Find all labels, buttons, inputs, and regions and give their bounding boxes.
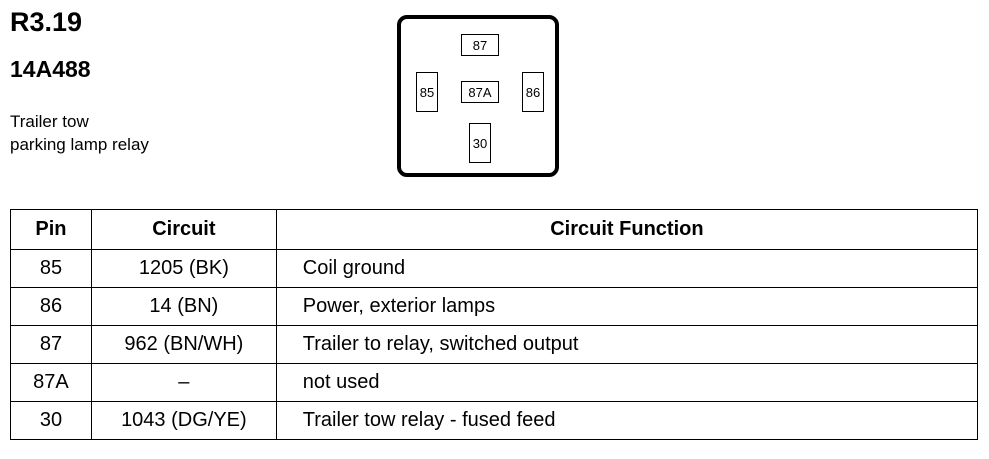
header-pin: Pin	[10, 209, 92, 250]
description-line-2: parking lamp relay	[10, 135, 149, 154]
cell-circuit: 1043 (DG/YE)	[90, 401, 277, 440]
cell-function: Power, exterior lamps	[275, 287, 979, 326]
cell-circuit: 962 (BN/WH)	[90, 325, 277, 364]
table-row: 87 962 (BN/WH) Trailer to relay, switche…	[10, 325, 979, 364]
header-circuit-function: Circuit Function	[275, 209, 979, 250]
cell-circuit: 1205 (BK)	[90, 249, 277, 288]
cell-function: Trailer to relay, switched output	[275, 325, 979, 364]
cell-pin: 87A	[10, 363, 92, 402]
relay-pin-87a: 87A	[461, 81, 499, 103]
table-row: 85 1205 (BK) Coil ground	[10, 249, 979, 288]
table-header-row: Pin Circuit Circuit Function	[10, 209, 979, 250]
cell-pin: 86	[10, 287, 92, 326]
cell-function: Trailer tow relay - fused feed	[275, 401, 979, 440]
cell-circuit: 14 (BN)	[90, 287, 277, 326]
part-number: 14A488	[10, 56, 91, 82]
description-line-1: Trailer tow	[10, 112, 89, 131]
relay-pin-86: 86	[522, 72, 544, 112]
cell-pin: 30	[10, 401, 92, 440]
header-circuit: Circuit	[90, 209, 277, 250]
cell-circuit: –	[90, 363, 277, 402]
relay-pin-30: 30	[469, 123, 491, 163]
table-row: 87A – not used	[10, 363, 979, 402]
connector-title: R3.19	[10, 7, 83, 37]
relay-pin-87: 87	[461, 34, 499, 56]
pin-table: Pin Circuit Circuit Function 85 1205 (BK…	[10, 209, 979, 440]
relay-pin-85: 85	[416, 72, 438, 112]
table-row: 30 1043 (DG/YE) Trailer tow relay - fuse…	[10, 401, 979, 440]
cell-function: not used	[275, 363, 979, 402]
cell-function: Coil ground	[275, 249, 979, 288]
cell-pin: 87	[10, 325, 92, 364]
cell-pin: 85	[10, 249, 92, 288]
table-row: 86 14 (BN) Power, exterior lamps	[10, 287, 979, 326]
connector-description: Trailer tow parking lamp relay	[10, 110, 149, 156]
relay-connector-diagram: 87 87A 85 86 30	[397, 15, 559, 177]
